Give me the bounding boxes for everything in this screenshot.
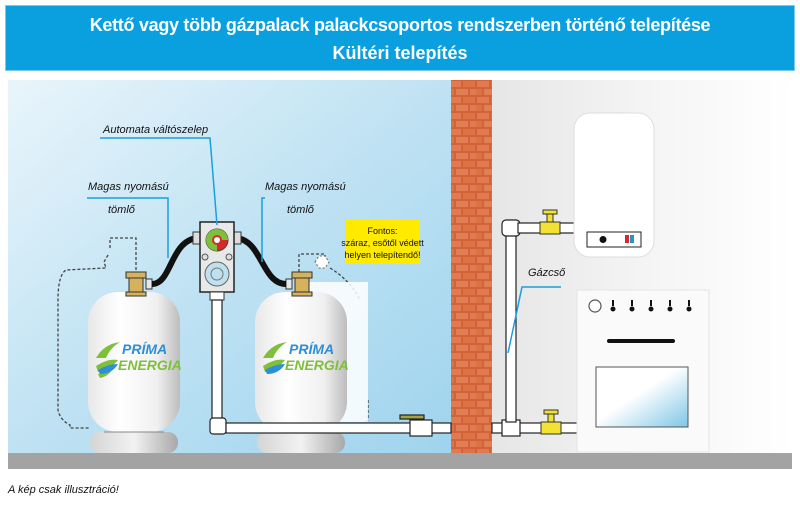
outdoor-gas-pipe [209,299,452,437]
ghost-cylinder-left [57,237,137,429]
note-line3: helyen telepítendő! [344,250,420,260]
gas-cylinder-right: PRÍMA ENERGIA [255,292,349,453]
label-hose-right-line2: tömlő [287,204,315,216]
warning-note-box [345,220,420,264]
automatic-changeover-valve [192,221,242,301]
label-gas-pipe: Gázcső [528,267,566,279]
cylinder-valve-left [125,271,153,297]
shutoff-valve-boiler [539,209,561,235]
gas-stove [576,289,710,453]
label-hose-left-line2: tömlő [108,204,136,216]
shutoff-valve-stove [540,409,562,435]
title-banner: Kettő vagy több gázpalack palackcsoporto… [5,5,795,71]
note-line1: Fontos: [367,226,397,236]
label-hose-right-line1: Magas nyomású [265,181,346,193]
page-title: Kettő vagy több gázpalack palackcsoporto… [89,15,711,35]
high-pressure-hose-left [151,235,199,287]
brand-leaf-icon [263,342,287,372]
brand-name-line2: ENERGIA [285,357,349,373]
brand-name-line1: PRÍMA [122,341,167,357]
leader-lines [87,137,561,354]
note-line2: száraz, esőtől védett [341,238,424,248]
brick-wall [451,80,492,453]
label-changeover-valve: Automata váltószelep [102,124,208,136]
brand-name-line2: ENERGIA [118,357,182,373]
water-heater [573,112,655,258]
gas-cylinder-left: PRÍMA ENERGIA [88,292,182,453]
disclaimer: A kép csak illusztráció! [8,484,119,496]
page-subtitle: Kültéri telepítés [332,43,468,63]
brand-name-line1: PRÍMA [289,341,334,357]
ghost-valve-icon [314,255,330,269]
label-hose-left-line1: Magas nyomású [88,181,169,193]
ground [8,453,792,469]
